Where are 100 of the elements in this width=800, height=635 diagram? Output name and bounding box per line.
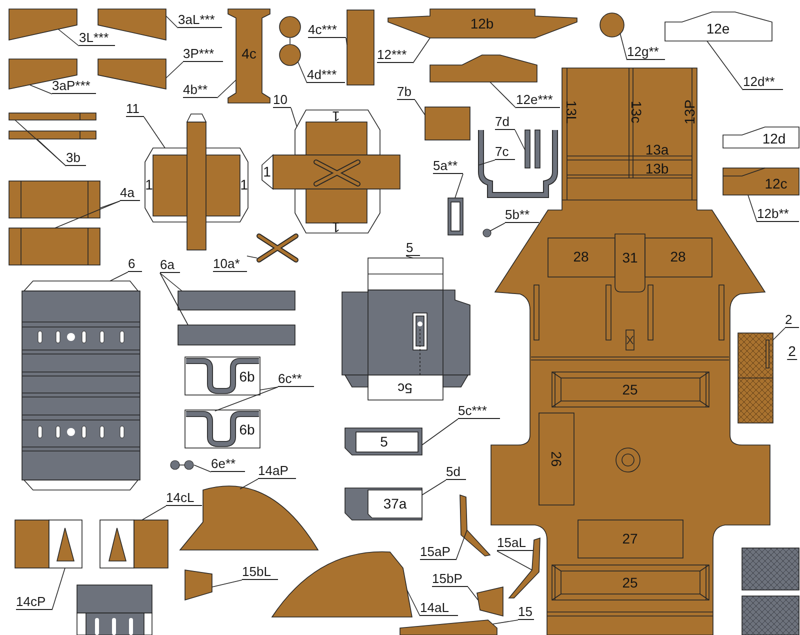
leader-line [246, 256, 258, 258]
leader-line [456, 530, 468, 560]
part-label: 6c** [278, 371, 314, 387]
leader-line [620, 32, 628, 60]
part-label: 11 [126, 101, 144, 117]
leader-line [216, 80, 236, 98]
part-number: 1 [240, 178, 248, 192]
part-label: 4b** [183, 82, 217, 98]
part-label: 6e** [211, 456, 245, 472]
leader-line [406, 256, 414, 258]
part-number: 1 [263, 164, 271, 180]
part-label: 15bP [432, 571, 468, 587]
leader-line [30, 84, 52, 94]
leader-line [54, 200, 120, 228]
part-number: 6b [239, 422, 255, 438]
leader-line [52, 568, 66, 610]
leader-line [58, 28, 80, 46]
part-number: 13P [682, 100, 698, 124]
leader-line [298, 62, 308, 84]
part-label: 6a [160, 257, 180, 273]
part-label: 5 [406, 240, 420, 256]
leader-line [100, 200, 120, 208]
part-label: 12e*** [516, 92, 560, 108]
part-number: 28 [573, 250, 589, 264]
part-label: 10a* [213, 256, 247, 272]
leader-line [166, 62, 184, 78]
leader-line [422, 418, 458, 446]
part-number: 6b [239, 370, 255, 384]
part-label: 3aP*** [52, 78, 96, 94]
leader-line [346, 38, 348, 46]
part-label: 6 [128, 256, 142, 272]
part-number: 5 [380, 434, 388, 450]
leader-line [36, 138, 66, 166]
part-label: 4d*** [307, 67, 345, 83]
leader-line [514, 130, 526, 150]
leader-line [160, 272, 182, 292]
part-label: 14aL [420, 600, 458, 616]
leader-line [412, 38, 430, 64]
part-label: 3P*** [183, 46, 223, 62]
leader-line [406, 590, 420, 616]
leader-line [142, 506, 166, 520]
part-label: 7d [495, 114, 515, 130]
part-number: 12b [470, 16, 494, 32]
part-label: 5a** [433, 158, 463, 174]
part-label: 12b** [757, 206, 799, 222]
part-number: 13c [628, 100, 644, 124]
part-number: 1 [332, 108, 340, 124]
part-label: 5c*** [458, 403, 500, 419]
part-number: 13b [645, 162, 669, 176]
part-number: 12e [706, 22, 730, 36]
leader-line [110, 272, 128, 282]
part-number: 1 [332, 220, 340, 234]
part-number: 26 [548, 451, 564, 467]
leader-line [414, 100, 426, 116]
leader-line [492, 620, 518, 624]
part-number: 13L [564, 100, 578, 124]
part-label: 2 [785, 312, 799, 328]
leader-line [166, 16, 178, 28]
part-number: 31 [622, 250, 638, 266]
leader-line [468, 586, 478, 600]
leader-line [160, 272, 188, 326]
part-number: 12c [764, 176, 788, 192]
part-label: 15 [518, 604, 534, 620]
leader-line [240, 478, 258, 490]
leader-line [454, 174, 464, 198]
leader-line [772, 328, 786, 340]
part-label: 7b [397, 84, 415, 100]
part-number: 25 [622, 382, 638, 398]
part-label: 3L*** [79, 30, 115, 46]
part-label: 5d [446, 464, 466, 480]
leader-line [260, 386, 278, 390]
part-number: 5c [398, 380, 412, 396]
leader-line [490, 82, 516, 108]
leader-line [144, 116, 166, 148]
part-label: 3aL*** [178, 12, 222, 28]
part-number: 28 [670, 250, 686, 264]
part-label: 12g** [627, 44, 665, 60]
part-number: 2 [787, 344, 797, 360]
leader-line [496, 550, 532, 570]
leader-line [290, 108, 298, 128]
part-label: 14aP [258, 463, 296, 479]
leader-line [478, 160, 496, 166]
part-number: 13a [645, 142, 669, 158]
leader-line [214, 386, 278, 412]
part-number: 1 [145, 178, 153, 192]
part-label: 10 [273, 92, 291, 108]
leader-line [194, 464, 212, 472]
part-label: 4a [120, 185, 140, 201]
part-number: 37a [383, 496, 407, 512]
part-label: 15aP [420, 544, 456, 560]
leader-line [748, 194, 758, 222]
part-number: 25 [622, 576, 638, 590]
leader-line [422, 480, 446, 496]
part-number: 27 [622, 532, 638, 546]
leader-line [212, 580, 242, 588]
part-label: 12*** [377, 47, 413, 63]
part-label: 12d** [743, 74, 783, 90]
part-label: 3b [66, 150, 86, 166]
leader-line [490, 222, 506, 232]
part-number: 4c [242, 46, 256, 62]
